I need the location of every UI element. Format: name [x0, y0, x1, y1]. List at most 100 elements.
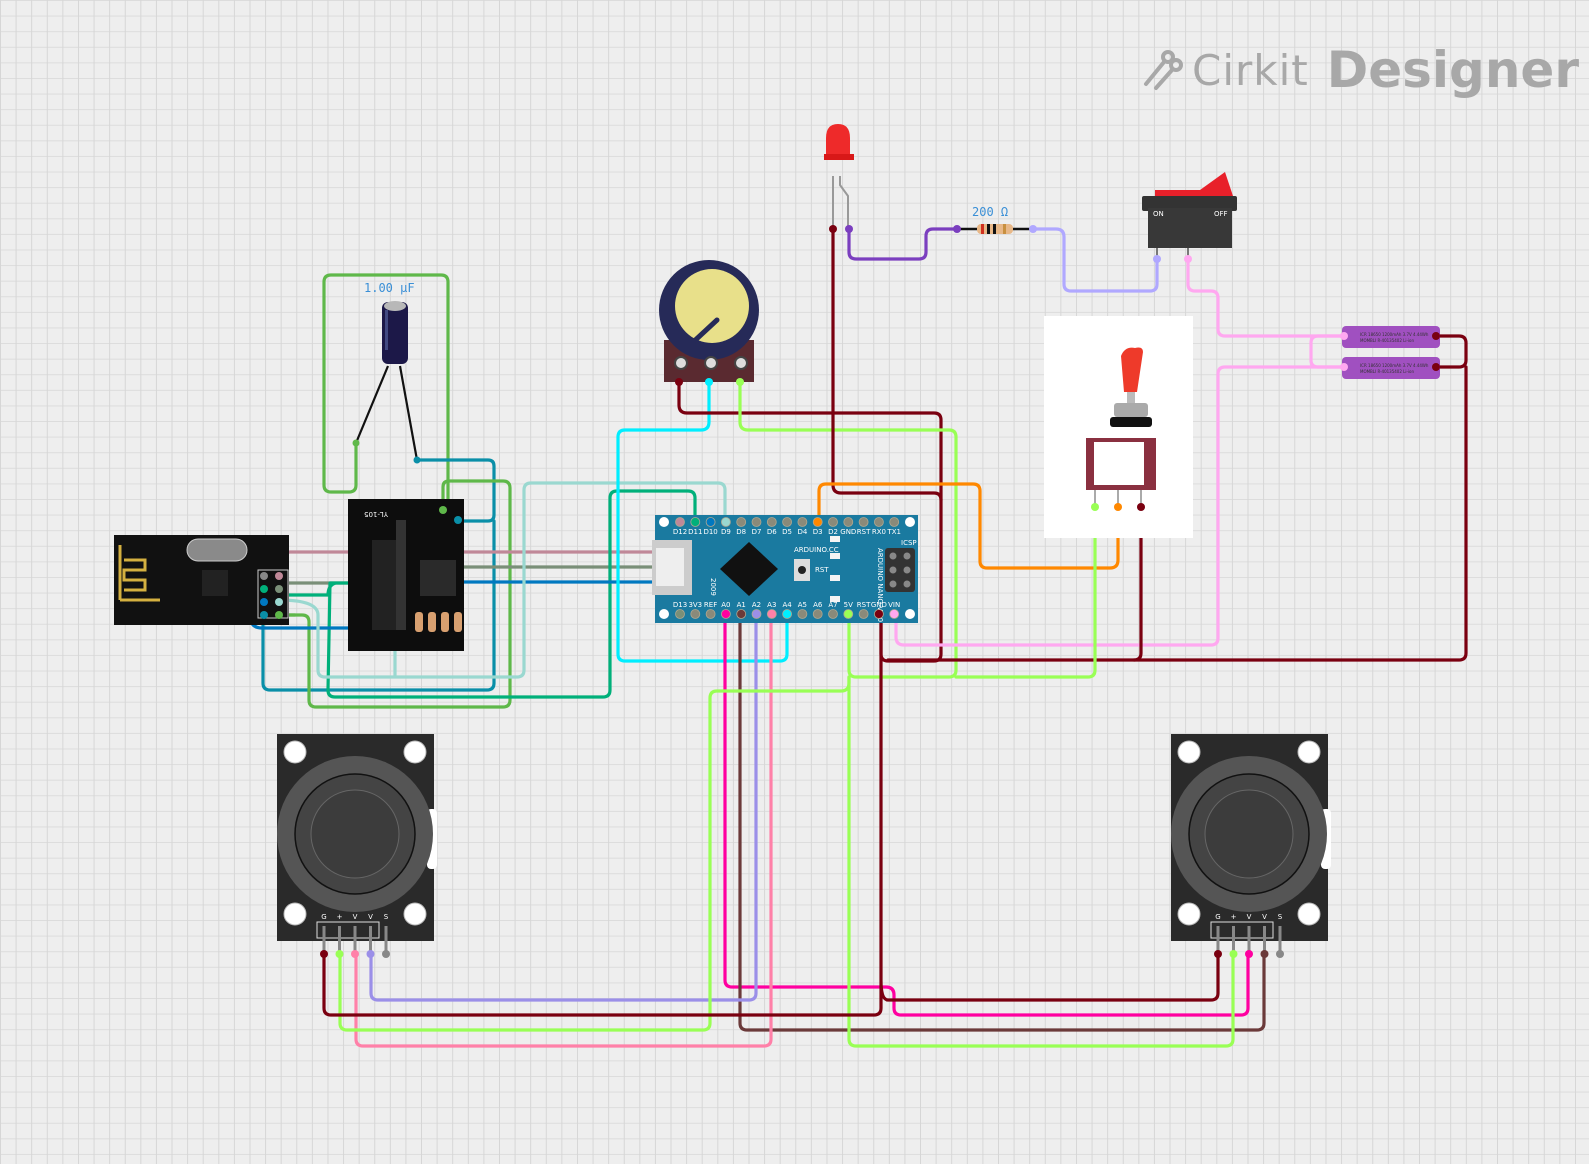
adapter-pin-gnd[interactable] — [439, 506, 447, 514]
rocker-actuator[interactable] — [1155, 172, 1233, 196]
wire-pot-wiper-a4[interactable] — [616, 380, 789, 663]
pin-gnd[interactable] — [874, 609, 884, 619]
pin-a4[interactable] — [782, 609, 792, 619]
resistor-pin-1[interactable] — [953, 225, 961, 233]
wire-5v-right[interactable] — [847, 675, 1235, 1048]
toggle-pin-1[interactable] — [1091, 503, 1099, 511]
pin-rst[interactable] — [858, 517, 869, 527]
capacitor-pin-1[interactable] — [352, 439, 360, 447]
pin-rst[interactable] — [858, 609, 869, 619]
pin-d12[interactable] — [675, 517, 685, 527]
nrf24-adapter[interactable]: YL-105 — [348, 499, 464, 651]
pot-pin-vcc[interactable] — [736, 378, 744, 386]
joystick-pin-sw[interactable] — [1276, 950, 1284, 958]
nrf24-pin-csn[interactable] — [275, 585, 283, 593]
wire-rocker-battery[interactable] — [1186, 257, 1346, 338]
pin-a5[interactable] — [797, 609, 808, 619]
pin-d8[interactable] — [736, 517, 747, 527]
joystick-pin-5v[interactable] — [1229, 950, 1238, 958]
resistor-pin-2[interactable] — [1029, 225, 1037, 233]
rocker-pin-2[interactable] — [1184, 255, 1192, 263]
wire-a2-left-vry[interactable] — [369, 612, 758, 1002]
nrf24-pin-ce[interactable] — [260, 585, 268, 593]
wire-a0-right-vrx[interactable] — [723, 612, 1250, 1017]
joystick-pin-sw[interactable] — [382, 950, 390, 958]
pin-d5[interactable] — [782, 517, 792, 527]
pin-rx0[interactable] — [874, 517, 884, 527]
joystick-pin-vrx[interactable] — [1245, 950, 1253, 958]
resistor[interactable]: 200 Ω — [953, 205, 1037, 234]
wire-pot-vcc[interactable] — [738, 380, 958, 679]
joystick-pin-vry[interactable] — [366, 950, 375, 958]
pin-d2[interactable] — [828, 517, 838, 527]
nrf24-pin-mosi[interactable] — [275, 598, 283, 606]
rocker-switch[interactable]: ON OFF — [1142, 172, 1237, 263]
wire-resistor-rocker[interactable] — [1031, 227, 1159, 293]
joystick-pin-gnd[interactable] — [320, 950, 328, 958]
pin-a2[interactable] — [751, 609, 762, 619]
pin-a6[interactable] — [812, 609, 823, 619]
toggle-switch[interactable] — [1044, 316, 1193, 538]
wire-gnd-joysticks[interactable] — [322, 612, 1220, 1017]
led-pin-anode[interactable] — [845, 225, 853, 233]
wire-vin[interactable] — [894, 365, 1346, 647]
wire-a1-right-vry[interactable] — [738, 612, 1266, 1032]
battery-2-neg[interactable] — [1432, 363, 1440, 371]
capacitor-pin-2[interactable] — [413, 456, 421, 464]
adapter-pin-vcc[interactable] — [454, 516, 462, 524]
potentiometer[interactable] — [659, 260, 759, 386]
capacitor[interactable]: 1.00 µF — [352, 281, 421, 464]
wire-cap-to-vcc[interactable] — [415, 458, 496, 523]
wire-toggle-gnd[interactable] — [1132, 505, 1143, 662]
battery-2-pos[interactable] — [1340, 363, 1348, 371]
battery-1-neg[interactable] — [1432, 332, 1440, 340]
nrf24-pin-gnd[interactable] — [260, 572, 268, 580]
wire-vcc-loop[interactable] — [261, 519, 496, 692]
joystick-pin-5v[interactable] — [335, 950, 344, 958]
arduino-nano[interactable]: ARDUINO.CC RST ARDUINO NANO V3.0 ICSP 20… — [652, 515, 918, 623]
battery-1-pos[interactable] — [1340, 332, 1348, 340]
wire-toggle-d3[interactable] — [817, 482, 1120, 570]
pin-ref[interactable] — [705, 609, 716, 619]
pot-knob[interactable] — [675, 269, 749, 343]
wire-led-anode[interactable] — [847, 227, 959, 261]
pin-d10[interactable] — [705, 517, 716, 527]
nrf24l01-module[interactable] — [114, 535, 289, 625]
pot-pin-gnd[interactable] — [675, 378, 683, 386]
pin-d13[interactable] — [675, 609, 685, 619]
toggle-lever[interactable] — [1121, 347, 1143, 393]
nrf24-pin-miso[interactable] — [260, 611, 268, 619]
wire-d9[interactable] — [277, 481, 727, 679]
wire-5v-left[interactable] — [338, 675, 851, 1032]
joystick-pin-gnd[interactable] — [1214, 950, 1222, 958]
joystick-pin-vry[interactable] — [1260, 950, 1269, 958]
pin-a3[interactable] — [766, 609, 777, 619]
wire-pot-gnd[interactable] — [677, 380, 943, 663]
pin-d9[interactable] — [721, 517, 731, 527]
battery-pack[interactable]: ICR 18650 1200mAh 3.7V 4.44Wh MOMBLI R-4… — [1340, 326, 1440, 379]
pin-5v[interactable] — [843, 609, 854, 619]
pin-d11[interactable] — [690, 517, 701, 527]
wire-led-cathode[interactable] — [831, 227, 943, 502]
nrf24-pin-irq[interactable] — [275, 611, 283, 619]
rocker-pin-1[interactable] — [1153, 255, 1161, 263]
wire-capacitor-loop[interactable] — [322, 273, 450, 517]
nrf24-pin-sck[interactable] — [260, 598, 268, 606]
pin-a0[interactable] — [721, 609, 731, 619]
pin-d6[interactable] — [766, 517, 777, 527]
joystick-thumbstick[interactable] — [310, 789, 400, 879]
joystick-thumbstick[interactable] — [1204, 789, 1294, 879]
pin-3v3[interactable] — [690, 609, 701, 619]
wire-battery-series[interactable] — [1309, 334, 1346, 369]
pin-gnd[interactable] — [843, 517, 854, 527]
wire-d13[interactable] — [277, 565, 682, 616]
pin-d4[interactable] — [797, 517, 808, 527]
toggle-pin-3[interactable] — [1137, 503, 1145, 511]
pot-pin-wiper[interactable] — [705, 378, 713, 386]
joystick-pin-vrx[interactable] — [351, 950, 359, 958]
pin-tx1[interactable] — [889, 517, 900, 527]
pin-d7[interactable] — [751, 517, 762, 527]
